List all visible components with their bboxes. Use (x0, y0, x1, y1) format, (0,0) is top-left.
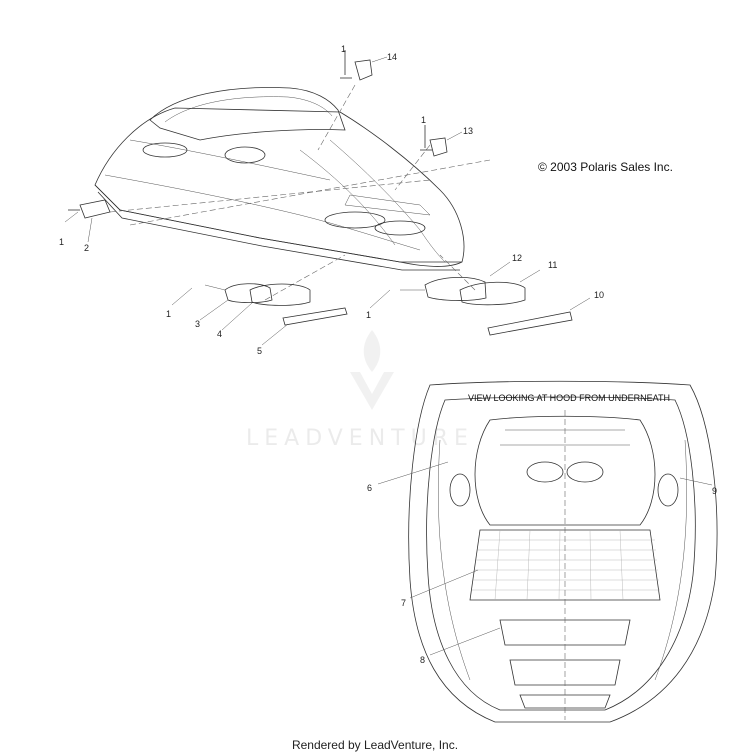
callout-1: 1 (59, 237, 64, 247)
parts-3-4 (171, 283, 311, 331)
callout-1: 1 (421, 115, 426, 125)
copyright-text: © 2003 Polaris Sales Inc. (538, 160, 673, 174)
callout-14: 14 (387, 52, 397, 62)
callout-12: 12 (512, 253, 522, 263)
callout-1: 1 (341, 44, 346, 54)
callout-3: 3 (195, 319, 200, 329)
part-14 (340, 50, 388, 81)
part-13 (420, 125, 463, 157)
callout-5: 5 (257, 346, 262, 356)
callout-7: 7 (401, 598, 406, 608)
hood-underside (377, 380, 718, 723)
part-5 (261, 307, 348, 346)
callout-8: 8 (420, 655, 425, 665)
callout-2: 2 (84, 243, 89, 253)
callout-4: 4 (217, 329, 222, 339)
callouts: 1 14 1 13 1 2 12 11 10 1 3 4 5 1 6 7 8 9 (59, 44, 717, 665)
callout-10: 10 (594, 290, 604, 300)
watermark-logo: LEADVENTURE (246, 330, 474, 451)
callout-11: 11 (548, 260, 557, 270)
callout-13: 13 (463, 126, 473, 136)
hood-exterior (94, 84, 491, 301)
callout-1: 1 (166, 309, 171, 319)
callout-1: 1 (366, 310, 371, 320)
footer-credit: Rendered by LeadVenture, Inc. (291, 738, 459, 752)
part-2 (64, 199, 111, 243)
callout-6: 6 (367, 483, 372, 493)
part-10 (487, 297, 591, 336)
view-label: VIEW LOOKING AT HOOD FROM UNDERNEATH (468, 393, 670, 403)
watermark-text: LEADVENTURE (246, 426, 474, 451)
callout-9: 9 (712, 486, 717, 496)
parts-11-12 (369, 261, 541, 309)
